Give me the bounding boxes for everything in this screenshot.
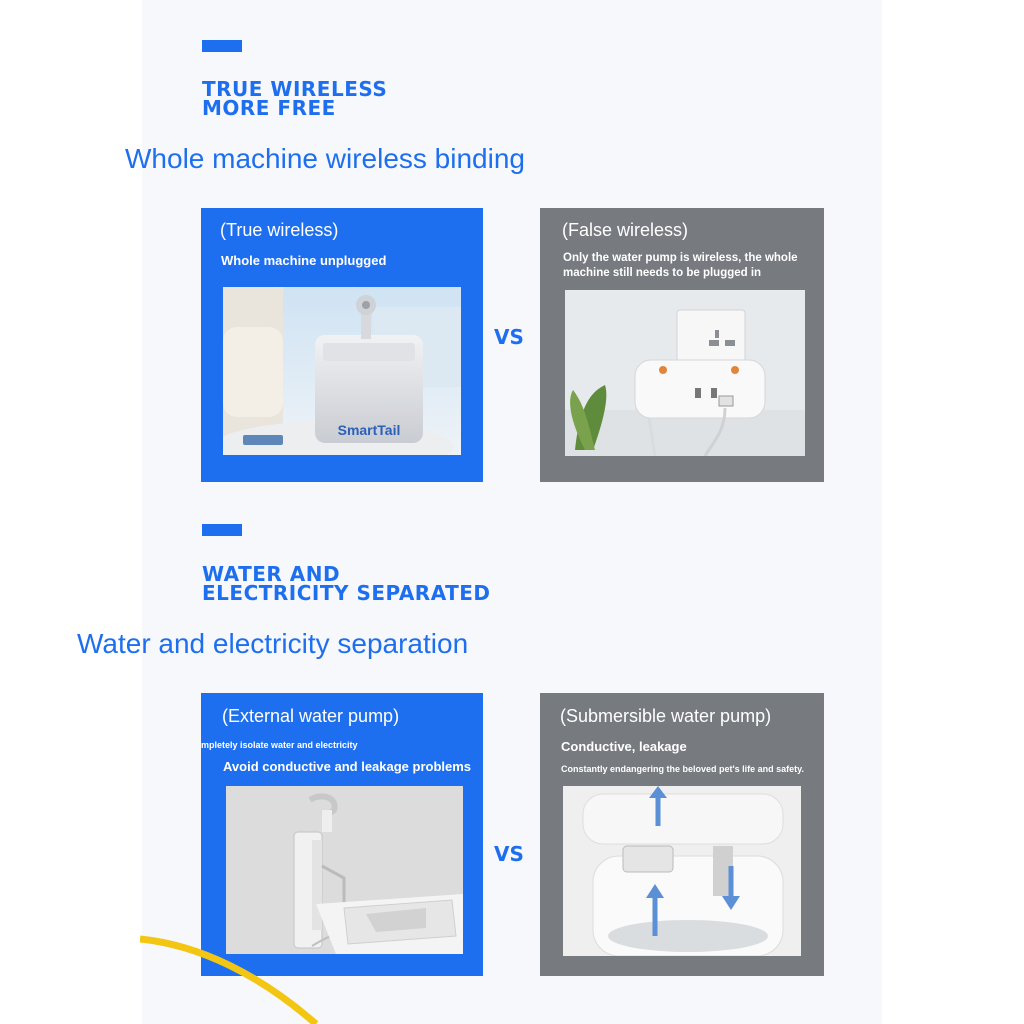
slogan-line: ELECTRICITY SEPARATED [202, 581, 491, 605]
section-heading: Whole machine wireless binding [125, 143, 525, 174]
decorative-swoosh [140, 935, 319, 1024]
fountain-photo: SmartTail [223, 287, 461, 455]
card-note: mpletely isolate water and electricity [201, 740, 358, 750]
card-subtitle: Whole machine unplugged [221, 253, 387, 268]
section-slogan: TRUE WIRELESS MORE FREE [202, 77, 388, 120]
slogan-line: MORE FREE [202, 96, 336, 120]
card-subtitle: Conductive, leakage [561, 739, 687, 754]
section-slogan: WATER AND ELECTRICITY SEPARATED [202, 562, 491, 605]
vs-label: VS [494, 325, 524, 349]
card-subtitle: Avoid conductive and leakage problems [223, 759, 472, 774]
card-title: (True wireless) [220, 220, 339, 240]
wall-socket-photo [565, 290, 805, 456]
true-wireless-card: (True wireless) Whole machine unplugged [201, 208, 483, 482]
card-title: (External water pump) [222, 706, 400, 726]
section-heading: Water and electricity separation [77, 628, 469, 659]
brand-logo: SmartTail [338, 422, 401, 438]
submersible-pump-photo [563, 786, 801, 956]
submersible-pump-card: (Submersible water pump) Conductive, lea… [540, 693, 824, 976]
card-note: Constantly endangering the beloved pet's… [561, 764, 805, 774]
card-title: (False wireless) [562, 220, 689, 240]
external-pump-photo [226, 786, 463, 954]
vs-label: VS [494, 842, 524, 866]
accent-bar [202, 524, 242, 536]
slogan-line: TRUE WIRELESS [202, 77, 388, 101]
slogan-line: WATER AND [202, 562, 341, 586]
card-subtitle: Only the water pump is wireless, the who… [563, 252, 798, 279]
external-pump-card: (External water pump) mpletely isolate w… [201, 693, 483, 976]
accent-bar [202, 40, 242, 52]
card-title: (Submersible water pump) [560, 706, 772, 726]
false-wireless-card: (False wireless) Only the water pump is … [540, 208, 824, 482]
